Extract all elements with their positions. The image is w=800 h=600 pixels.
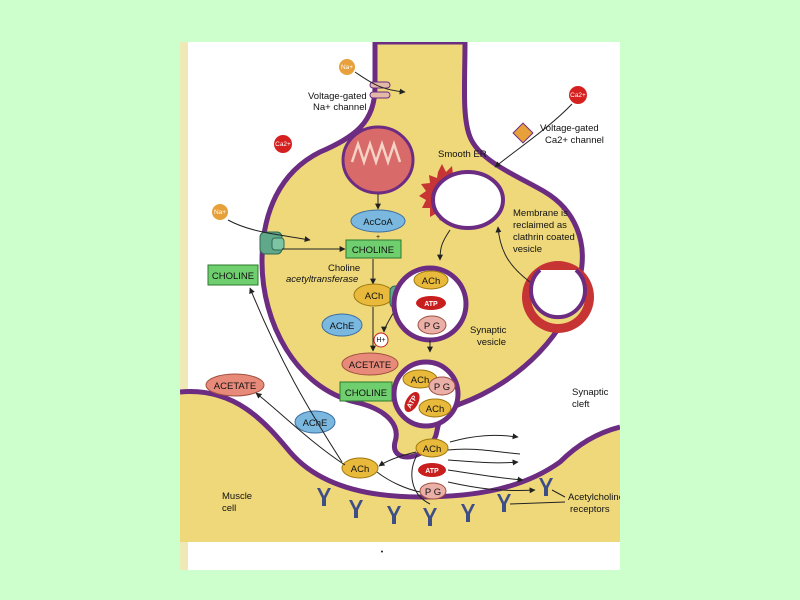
atp-vesicle1 <box>416 296 446 310</box>
ca-ion-right-label: Ca2+ <box>570 92 586 99</box>
atp-release <box>418 463 446 477</box>
acetate-inside-label: ACETATE <box>349 360 391 371</box>
muscle-cell-label-line1: Muscle <box>222 491 252 502</box>
choline-center-box <box>345 239 402 259</box>
choline-center-label: CHOLINE <box>352 245 394 256</box>
membrane-reclaimed-line4: vesicle <box>513 244 542 255</box>
ca-channel <box>512 122 534 144</box>
ache-cleft-label: AChE <box>303 418 328 429</box>
cleft-to-choline-arrow <box>249 287 343 463</box>
choline-transporter <box>259 231 285 255</box>
acetate-cleft-label: ACETATE <box>214 381 256 392</box>
membrane-reclaimed-line2: reclaimed as <box>513 220 567 231</box>
na-ion-top <box>339 59 355 75</box>
choline-lower-label: CHOLINE <box>345 388 387 399</box>
atp-vesicle2 <box>404 392 420 412</box>
membrane-reclaimed-line1: Membrane is <box>513 208 568 219</box>
chat-label-line1: Choline <box>328 263 360 274</box>
ca-ion-left <box>274 135 292 153</box>
ach-receptors-label-line1: Acetylcholine <box>568 492 620 503</box>
ache-inside-label: AChE <box>330 321 355 332</box>
na-influx-arrow-top <box>354 71 406 95</box>
ach-to-cleft-arrow <box>378 451 417 467</box>
choline-left-label: CHOLINE <box>212 271 254 282</box>
membrane-reclaimed-line3: clathrin coated <box>513 232 575 243</box>
synaptic-cleft-label-line1: Synaptic <box>572 387 609 398</box>
synaptic-cleft-label-line2: cleft <box>572 399 590 410</box>
ach-release-label: ACh <box>423 444 441 455</box>
ach-cleft <box>341 457 379 479</box>
smooth-er <box>419 164 505 230</box>
er-to-vesicle-arrow <box>437 229 451 261</box>
acetylcholine-receptors <box>317 478 553 526</box>
ca-channel-label-line1: Voltage-gated <box>540 123 599 134</box>
pg-vesicle1 <box>417 315 447 335</box>
ach-vesicle2-b-label: ACh <box>426 404 444 415</box>
ach-vesicle2-b <box>418 398 452 418</box>
muscle-cell-membrane <box>180 389 620 500</box>
ca-ion-left-label: Ca2+ <box>275 141 291 148</box>
cleft-to-acetate-arrow <box>255 392 346 466</box>
na-ion-left-label: Na+ <box>214 209 226 216</box>
synapse-diagram: Na+ Voltage-gated Na+ channel Ca2+ Volta… <box>180 42 620 570</box>
na-channel-top <box>369 81 391 99</box>
release-to-receptor-arrow <box>411 454 431 505</box>
na-ion-left <box>212 204 228 220</box>
chat-label-line2: acetyltransferase <box>286 274 358 285</box>
h-plus-ion <box>373 332 389 348</box>
na-influx-arrow-left <box>227 219 311 243</box>
mitochondrion <box>341 125 415 195</box>
panel-edge <box>180 42 188 570</box>
reclaim-arrow <box>495 226 531 283</box>
acetate-inside <box>341 352 399 376</box>
ache-inside <box>321 313 363 337</box>
h-plus-label: H+ <box>376 337 385 344</box>
na-ion-top-label: Na+ <box>341 64 353 71</box>
synapse-diagram-panel: Na+ Voltage-gated Na+ channel Ca2+ Volta… <box>180 42 620 570</box>
muscle-cell <box>180 391 620 542</box>
ach-release <box>415 438 449 458</box>
synaptic-vesicle-label-line1: Synaptic <box>470 325 507 336</box>
atp-release-label: ATP <box>425 468 439 475</box>
smooth-er-label: Smooth ER <box>438 149 487 160</box>
acetyl-coa-label: AcCoA <box>363 217 393 228</box>
choline-left-box <box>207 264 259 286</box>
na-channel-label-line2: Na+ channel <box>313 102 367 113</box>
ach-vesicle1 <box>413 270 449 290</box>
pg-vesicle2 <box>428 376 456 396</box>
ache-cleft <box>294 410 336 434</box>
plus-sign: + <box>376 234 380 241</box>
ca-ion-right <box>569 86 587 104</box>
atp-vesicle1-label: ATP <box>424 301 438 308</box>
ach-vesicle1-label: ACh <box>422 276 440 287</box>
clathrin-coated-vesicle <box>522 261 594 333</box>
acetate-cleft <box>205 373 265 397</box>
na-channel-label-line1: Voltage-gated <box>308 91 367 102</box>
footnote-dot: • <box>381 549 384 556</box>
ach-receptors-label-line2: receptors <box>570 504 610 515</box>
pg-vesicle2-label: P G <box>434 382 450 393</box>
receptor-pointer-lines <box>509 489 566 505</box>
pg-release <box>419 482 447 500</box>
acetyl-coa <box>350 209 406 233</box>
ach-vesicle2-a-label: ACh <box>411 375 429 386</box>
ca-influx-arrow <box>494 103 573 168</box>
pg-release-label: P G <box>425 487 441 498</box>
muscle-cell-label-line2: cell <box>222 503 236 514</box>
ach-cleft-label: ACh <box>351 464 369 475</box>
pg-vesicle1-label: P G <box>424 321 440 332</box>
ach-cytoplasm-label: ACh <box>365 291 383 302</box>
ca-channel-label-line2: Ca2+ channel <box>545 135 604 146</box>
release-arrows <box>447 433 536 494</box>
synaptic-vesicle-label-line2: vesicle <box>477 337 506 348</box>
